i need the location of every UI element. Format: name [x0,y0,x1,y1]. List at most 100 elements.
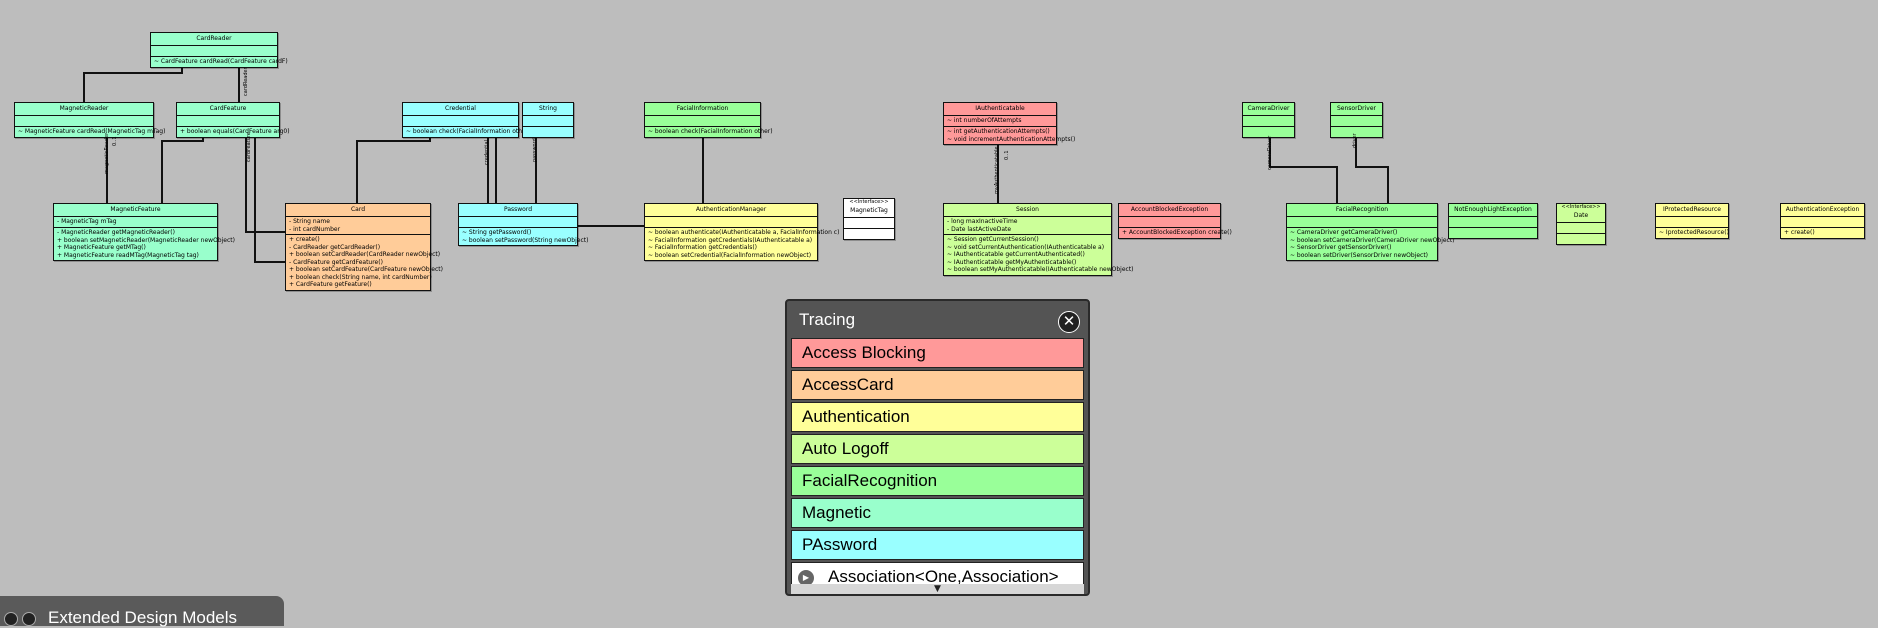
class-operations [844,229,894,239]
association-card-feature[interactable] [245,132,285,233]
class-operations: ~ boolean check(FacialInformation other) [645,127,773,137]
generalization-magneticreader-cardreader[interactable] [83,62,183,102]
association-sensor-driver[interactable] [1355,132,1389,203]
uml-class-iprotected-resource[interactable]: IProtectedResource ~ IprotectedResource() [1655,203,1729,239]
class-operation: ~ IAuthenticatable getMyAuthenticatable(… [947,258,1077,266]
class-operations [1557,234,1605,244]
uml-class-not-enough-light-exception[interactable]: NotEnoughLightException [1448,203,1538,239]
class-title: MagneticReader [59,105,109,112]
generalization-card-credential[interactable] [356,134,431,203]
class-title: MagneticFeature [110,206,161,213]
class-attribute: - Date lastActiveDate [947,225,1012,233]
class-attributes [15,116,153,127]
uml-class-string[interactable]: String [522,102,574,138]
uml-class-credential[interactable]: Credential ~ boolean check(FacialInformat… [402,102,531,138]
class-title: AuthenticationManager [695,206,767,213]
class-operations: + AccountBlockedException create() [1119,228,1232,238]
uml-class-facial-recognition[interactable]: FacialRecognition ~ CameraDriver getCamer… [1286,203,1455,261]
uml-class-facial-information[interactable]: FacialInformation~ boolean check(FacialI… [644,102,773,138]
class-operation: ~ IAuthenticatable getCurrentAuthenticat… [947,251,1085,258]
class-operation: + boolean setCardReader(CardReader newOb… [289,251,441,258]
class-header: IAuthenticatable [944,103,1056,116]
class-header: String [523,103,573,116]
uml-class-card-reader[interactable]: CardReader~ CardFeature cardRead(CardFea… [150,32,288,68]
tracing-item-authentication[interactable]: Authentication [791,402,1084,432]
uml-class-magnetic-reader[interactable]: MagneticReader~ MagneticFeature cardRead… [14,102,165,138]
association-label: 0..1 [1004,150,1010,160]
association-camera-driver[interactable] [1269,132,1338,203]
class-attributes [1119,217,1220,228]
uml-class-account-blocked-exception[interactable]: AccountBlockedException + AccountBlockedE… [1118,203,1232,239]
uml-class-authentication-manager[interactable]: AuthenticationManager ~ boolean authentic… [644,203,839,261]
uml-class-session[interactable]: Session- long maxInactiveTime- Date last… [943,203,1134,276]
class-operation: ~ FacialInformation getCredentials() [648,244,758,251]
class-attributes [844,218,894,229]
class-title: Credential [445,105,476,112]
class-title: Password [503,206,533,213]
tracing-item-access-blocking[interactable]: Access Blocking [791,338,1084,368]
class-header: AuthenticationException [1781,204,1864,217]
class-operation: ~ Session getCurrentSession() [947,236,1039,243]
class-title: FacialRecognition [1335,206,1389,213]
class-operation: + boolean setCardFeature(CardFeature new… [289,266,443,273]
class-operations: ~ IprotectedResource() [1656,228,1729,238]
bottom-tab[interactable]: Extended Design Models [0,596,284,627]
class-operation: ~ void incrementAuthenticationAttempts() [947,135,1076,143]
association-label: driver [1352,133,1358,148]
class-operation: ~ FacialInformation getCredentials(IAuth… [648,236,813,244]
generalization-magneticfeature-cardfeature[interactable] [161,134,204,203]
class-operation: ~ int getAuthenticationAttempts() [947,128,1050,135]
class-operation: + MagneticFeature readMTag(MagneticTag t… [57,251,199,259]
tracing-item-auto-logoff[interactable]: Auto Logoff [791,434,1084,464]
uml-class-camera-driver[interactable]: CameraDriver [1242,102,1295,138]
class-attributes [645,217,817,228]
class-title: Session [1016,206,1039,213]
class-header: AuthenticationManager [645,204,817,217]
uml-class-card-feature[interactable]: CardFeature+ boolean equals(CardFeature … [176,102,290,138]
class-header: IProtectedResource [1656,204,1728,217]
class-operations: - MagneticReader getMagneticReader()+ bo… [54,228,235,260]
uml-class-date[interactable]: <<Interface>>Date [1556,203,1606,245]
class-operations: ~ CameraDriver getCameraDriver()~ boolea… [1287,228,1455,260]
class-attributes [1243,116,1294,127]
class-operations: ~ boolean check(FacialInformation other) [403,127,531,137]
class-title: IProtectedResource [1663,206,1721,213]
class-title: AccountBlockedException [1130,206,1209,213]
association-card-reader[interactable] [254,132,285,263]
class-title: CardFeature [209,105,247,112]
tracing-list[interactable]: Access Blocking AccessCard Authenticatio… [791,338,1084,594]
class-header: MagneticFeature [54,204,217,217]
class-attributes [403,116,518,127]
uml-class-card[interactable]: Card- String name- int cardNumber+ creat… [285,203,443,291]
association-label: cardFeature [246,132,252,162]
play-icon[interactable]: ▶ [798,570,814,586]
class-operation: + boolean check(String name, int cardNum… [289,273,432,281]
tracing-panel[interactable]: Tracing ✕ Access Blocking AccessCard Aut… [785,299,1090,596]
tracing-title: Tracing [799,310,856,329]
tracing-item-facialrecognition[interactable]: FacialRecognition [791,466,1084,496]
uml-class-authentication-exception[interactable]: AuthenticationException + create() [1780,203,1865,239]
class-attributes [1656,217,1728,228]
close-icon[interactable]: ✕ [1058,311,1080,333]
tracing-item-magnetic[interactable]: Magnetic [791,498,1084,528]
collapse-icon[interactable] [4,612,18,626]
class-operation: ~ IprotectedResource() [1659,229,1729,236]
uml-class-iauthenticatable[interactable]: IAuthenticatable~ int numberOfAttempts~ … [943,102,1076,145]
scroll-down-icon[interactable]: ▼ [791,584,1084,594]
class-operations: + create() [1781,228,1864,238]
class-attributes: - String name- int cardNumber [286,217,430,235]
class-stereotype: <<Interface>> [849,199,889,205]
class-operations: ~ String getPassword()~ boolean setPassw… [459,228,588,245]
tracing-item-password[interactable]: PAssword [791,530,1084,560]
uml-class-password[interactable]: Password ~ String getPassword()~ boolean … [458,203,588,246]
class-operations [523,127,573,137]
class-attributes [1557,223,1605,234]
association-label: cameraDriver [1267,135,1273,170]
uml-class-magnetic-tag[interactable]: <<Interface>>MagneticTag [843,198,895,240]
add-icon[interactable] [22,612,36,626]
association-label: magneticReader [104,132,110,174]
tracing-item-accesscard[interactable]: AccessCard [791,370,1084,400]
uml-class-sensor-driver[interactable]: SensorDriver [1330,102,1383,138]
class-operations: ~ boolean authenticate(IAuthenticatable … [645,228,839,260]
uml-class-magnetic-feature[interactable]: MagneticFeature- MagneticTag mTag- Magne… [53,203,235,261]
